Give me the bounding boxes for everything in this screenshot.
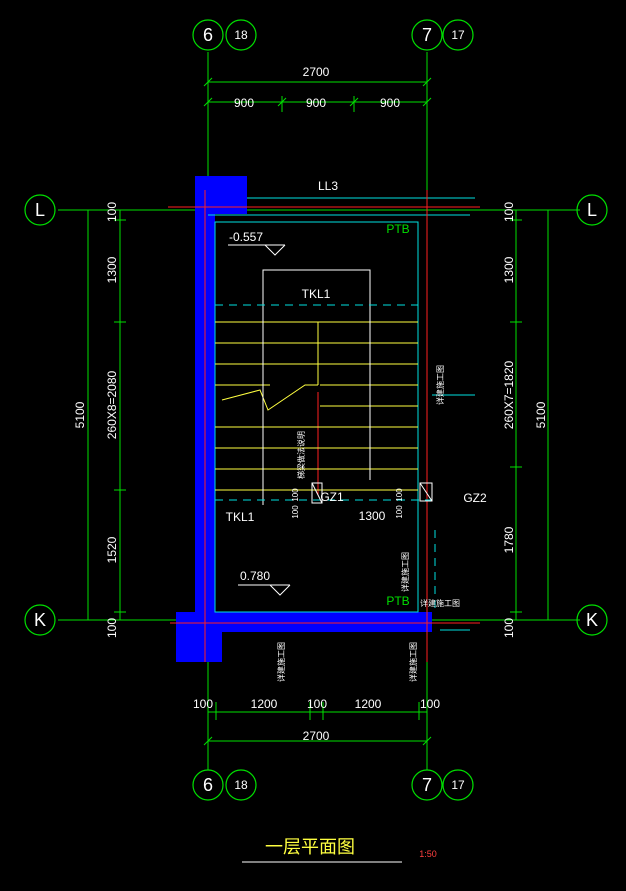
- dim-left-c: 1520: [105, 536, 119, 563]
- label-note-right: 详建施工图: [435, 365, 445, 405]
- dim-left-top: 100: [105, 202, 119, 222]
- grid-K-right: K: [586, 610, 598, 630]
- grid-18-top: 18: [234, 28, 248, 42]
- dim-right-top: 100: [502, 202, 516, 222]
- dim-bottom-d2: 1200: [251, 697, 278, 711]
- grid-6-bottom: 6: [203, 775, 213, 795]
- label-gz2: GZ2: [463, 491, 487, 505]
- grid-17-top: 17: [451, 28, 465, 42]
- label-ptb-top: PTB: [386, 222, 409, 236]
- drawing-title: 一层平面图: [265, 837, 355, 857]
- grid-7-bottom: 7: [422, 775, 432, 795]
- dim-top-seg3: 900: [380, 96, 400, 110]
- label-gz1: GZ1: [320, 490, 344, 504]
- label-dim-100d: 100: [395, 505, 404, 519]
- red-lines: [168, 190, 480, 662]
- label-level-lower: 0.780: [240, 569, 270, 583]
- label-tkl1-upper: TKL1: [302, 287, 331, 301]
- walking-line: [262, 269, 371, 505]
- dim-right-b: 260X7=1820: [502, 360, 516, 429]
- grid-bubbles: [24, 19, 608, 801]
- dim-bottom-d3: 100: [307, 697, 327, 711]
- grid-L-left: L: [35, 200, 45, 220]
- dims-left-lines: [87, 210, 126, 620]
- beam-dashed: [215, 304, 436, 610]
- grid-7-top: 7: [422, 25, 432, 45]
- label-level-upper: -0.557: [229, 230, 263, 244]
- grid-K-left: K: [34, 610, 46, 630]
- dim-bottom-d1: 100: [193, 697, 213, 711]
- dim-bottom-d4: 1200: [355, 697, 382, 711]
- dims-right-lines: [510, 210, 549, 620]
- label-ll3: LL3: [318, 179, 338, 193]
- label-dim-100c: 100: [395, 488, 404, 502]
- stair-treads: [215, 321, 418, 491]
- cyan-lines: [208, 197, 475, 631]
- dim-right-bottom: 100: [502, 618, 516, 638]
- label-tkl1-lower: TKL1: [226, 510, 255, 524]
- label-note-b2: 详建施工图: [408, 642, 418, 682]
- dim-left-a: 1300: [105, 256, 119, 283]
- label-dim-1300: 1300: [359, 509, 386, 523]
- dim-bottom-d5: 100: [420, 697, 440, 711]
- posts: [311, 482, 433, 504]
- grid-L-right: L: [587, 200, 597, 220]
- level-markers: [228, 244, 291, 596]
- dim-left-b: 260X8=2080: [105, 370, 119, 439]
- dims-top-lines: [203, 77, 432, 112]
- grid-6-top: 6: [203, 25, 213, 45]
- label-ptb-bottom: PTB: [386, 594, 409, 608]
- dims-bottom-lines: [203, 702, 432, 746]
- dim-right-c: 1780: [502, 526, 516, 553]
- dim-bottom-overall: 2700: [303, 729, 330, 743]
- label-stair-note: 梯梁做法说明: [296, 431, 306, 479]
- dim-top-seg2: 900: [306, 96, 326, 110]
- label-dim-100a: 100: [291, 488, 300, 502]
- dim-right-overall: 5100: [534, 401, 548, 428]
- label-note-mid: 详建施工图: [400, 552, 410, 592]
- label-dim-100b: 100: [291, 505, 300, 519]
- dim-top-seg1: 900: [234, 96, 254, 110]
- label-note-ptb: 详建施工图: [420, 598, 460, 608]
- drawing-scale: 1:50: [419, 849, 437, 859]
- walls: [176, 176, 432, 662]
- label-note-b1: 详建施工图: [276, 642, 286, 682]
- dim-left-bottom: 100: [105, 618, 119, 638]
- dim-top-overall: 2700: [303, 65, 330, 79]
- dim-right-a: 1300: [502, 256, 516, 283]
- dim-left-overall: 5100: [73, 401, 87, 428]
- grid-18-bottom: 18: [234, 778, 248, 792]
- grid-17-bottom: 17: [451, 778, 465, 792]
